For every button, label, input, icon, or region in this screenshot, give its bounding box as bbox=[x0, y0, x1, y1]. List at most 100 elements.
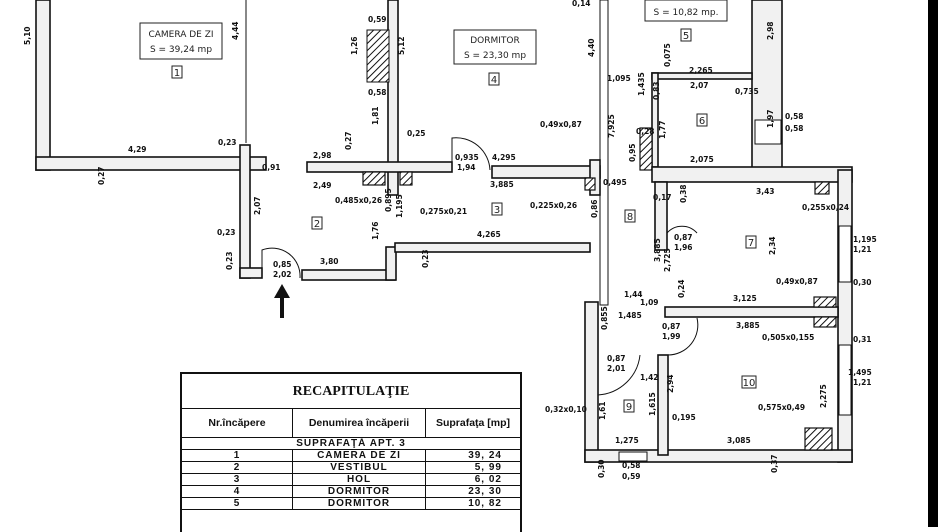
cell-name: CAMERA DE ZI bbox=[293, 450, 426, 461]
dimension-label: 0,23 bbox=[225, 251, 234, 270]
cell-number: 1 bbox=[182, 450, 293, 461]
dimension-label: 0,275x0,21 bbox=[420, 207, 467, 216]
dimension-label: 2,02 bbox=[273, 270, 292, 279]
dimension-label: 1,485 bbox=[618, 311, 642, 320]
dimension-label: 0,195 bbox=[672, 413, 696, 422]
dimension-label: 0,87 bbox=[662, 322, 681, 331]
table-header: Nr.încăpere Denumirea încăperii Suprafaţ… bbox=[182, 409, 520, 438]
dimension-label: 1,195 bbox=[853, 235, 877, 244]
dimension-label: 1,61 bbox=[598, 401, 607, 420]
cell-area: 6, 02 bbox=[474, 474, 502, 485]
dimension-label: 1,81 bbox=[371, 106, 380, 125]
cell-number: 5 bbox=[182, 498, 293, 509]
cell-name: VESTIBUL bbox=[293, 462, 426, 473]
dimension-label: 5,10 bbox=[23, 26, 32, 45]
cell-name: HOL bbox=[293, 474, 426, 485]
dimension-label: 0,31 bbox=[853, 335, 872, 344]
dimension-label: 2,98 bbox=[313, 151, 332, 160]
dimension-label: 0,255x0,24 bbox=[802, 203, 849, 212]
dimension-label: 3,43 bbox=[756, 187, 775, 196]
cell-area: 39, 24 bbox=[468, 450, 502, 461]
dimension-label: 4,295 bbox=[492, 153, 516, 162]
cell-name: DORMITOR bbox=[293, 486, 426, 497]
dimension-label: 0,27 bbox=[97, 166, 106, 185]
dimension-label: 3,885 bbox=[653, 238, 662, 262]
header-room-name: Denumirea încăperii bbox=[293, 409, 426, 437]
room-4-area: S = 23,30 mp bbox=[464, 51, 526, 61]
dimension-label: 0,86 bbox=[590, 199, 599, 218]
entrance-arrow bbox=[274, 284, 290, 318]
cell-number: 4 bbox=[182, 486, 293, 497]
room-4-number: 4 bbox=[491, 75, 497, 86]
dimension-label: 2,725 bbox=[663, 248, 672, 272]
cell-area: 10, 82 bbox=[468, 498, 502, 509]
dimension-label: 3,885 bbox=[736, 321, 760, 330]
dimension-label: 0,58 bbox=[622, 461, 641, 470]
dimension-label: 1,095 bbox=[607, 74, 631, 83]
cell-area: 5, 99 bbox=[474, 462, 502, 473]
dimension-label: 1,94 bbox=[457, 163, 476, 172]
room-8-number: 8 bbox=[627, 212, 633, 223]
dimension-label: 4,29 bbox=[128, 145, 147, 154]
dimension-label: 0,14 bbox=[572, 0, 591, 8]
scan-edge bbox=[928, 0, 938, 527]
cell-area: 23, 30 bbox=[468, 486, 502, 497]
dimension-label: 1,21 bbox=[853, 245, 872, 254]
dimension-label: 2,34 bbox=[768, 236, 777, 255]
dimension-label: 0,855 bbox=[600, 306, 609, 330]
dimension-label: 0,25 bbox=[407, 129, 426, 138]
dimension-label: 0,895 bbox=[384, 188, 393, 212]
dimension-label: 4,40 bbox=[587, 38, 596, 57]
dimension-label: 1,435 bbox=[637, 72, 646, 96]
room-5-number: 5 bbox=[683, 31, 689, 42]
dimension-label: 1,77 bbox=[658, 120, 667, 139]
dimension-label: 0,37 bbox=[770, 454, 779, 473]
dimension-label: 2,275 bbox=[819, 384, 828, 408]
dimension-label: 0,735 bbox=[735, 87, 759, 96]
dimension-label: 0,23 bbox=[217, 228, 236, 237]
dimension-label: 0,32x0,10 bbox=[545, 405, 587, 414]
dimension-label: 1,495 bbox=[848, 368, 872, 377]
dimension-label: 0,91 bbox=[262, 163, 281, 172]
room-10-number: 10 bbox=[743, 378, 756, 389]
dimension-label: 0,505x0,155 bbox=[762, 333, 814, 342]
cell-name: DORMITOR bbox=[293, 498, 426, 509]
dimension-label: 0,59 bbox=[368, 15, 387, 24]
table-section: SUPRAFAŢĂ APT. 3 bbox=[182, 438, 520, 450]
dimension-label: 1,09 bbox=[640, 298, 659, 307]
dimension-label: 3,885 bbox=[490, 180, 514, 189]
dimension-label: 0,575x0,49 bbox=[758, 403, 805, 412]
room-1-number: 1 bbox=[174, 68, 180, 79]
dimension-label: 2,98 bbox=[766, 21, 775, 40]
dimension-label: 2,07 bbox=[690, 81, 709, 90]
cell-number: 3 bbox=[182, 474, 293, 485]
dimension-label: 1,615 bbox=[648, 392, 657, 416]
room-1-name: CAMERA DE ZI bbox=[148, 30, 213, 40]
dimension-label: 3,085 bbox=[727, 436, 751, 445]
room-labels: CAMERA DE ZI S = 39,24 mp 1 DORMITOR S =… bbox=[139, 0, 757, 413]
dimension-label: 7,925 bbox=[607, 114, 616, 138]
dimension-label: 0,075 bbox=[663, 43, 672, 67]
room-3-number: 3 bbox=[494, 205, 500, 216]
dimension-label: 0,49x0,87 bbox=[776, 277, 818, 286]
room-4-name: DORMITOR bbox=[470, 36, 520, 46]
dimension-label: 4,265 bbox=[477, 230, 501, 239]
dimension-label: 0,17 bbox=[653, 193, 672, 202]
dimension-label: 0,27 bbox=[344, 131, 353, 150]
cell-number: 2 bbox=[182, 462, 293, 473]
dimension-label: 3,125 bbox=[733, 294, 757, 303]
dimension-label: 0,23 bbox=[421, 249, 430, 268]
dimension-label: 2,01 bbox=[607, 364, 626, 373]
dimension-label: 5,12 bbox=[397, 36, 406, 55]
dimension-label: 2,49 bbox=[313, 181, 332, 190]
dimension-label: 0,23 bbox=[218, 138, 237, 147]
dimension-label: 2,265 bbox=[689, 66, 713, 75]
dimension-label: 1,195 bbox=[395, 194, 404, 218]
dimension-label: 0,225x0,26 bbox=[530, 201, 577, 210]
dimension-label: 0,85 bbox=[273, 260, 292, 269]
